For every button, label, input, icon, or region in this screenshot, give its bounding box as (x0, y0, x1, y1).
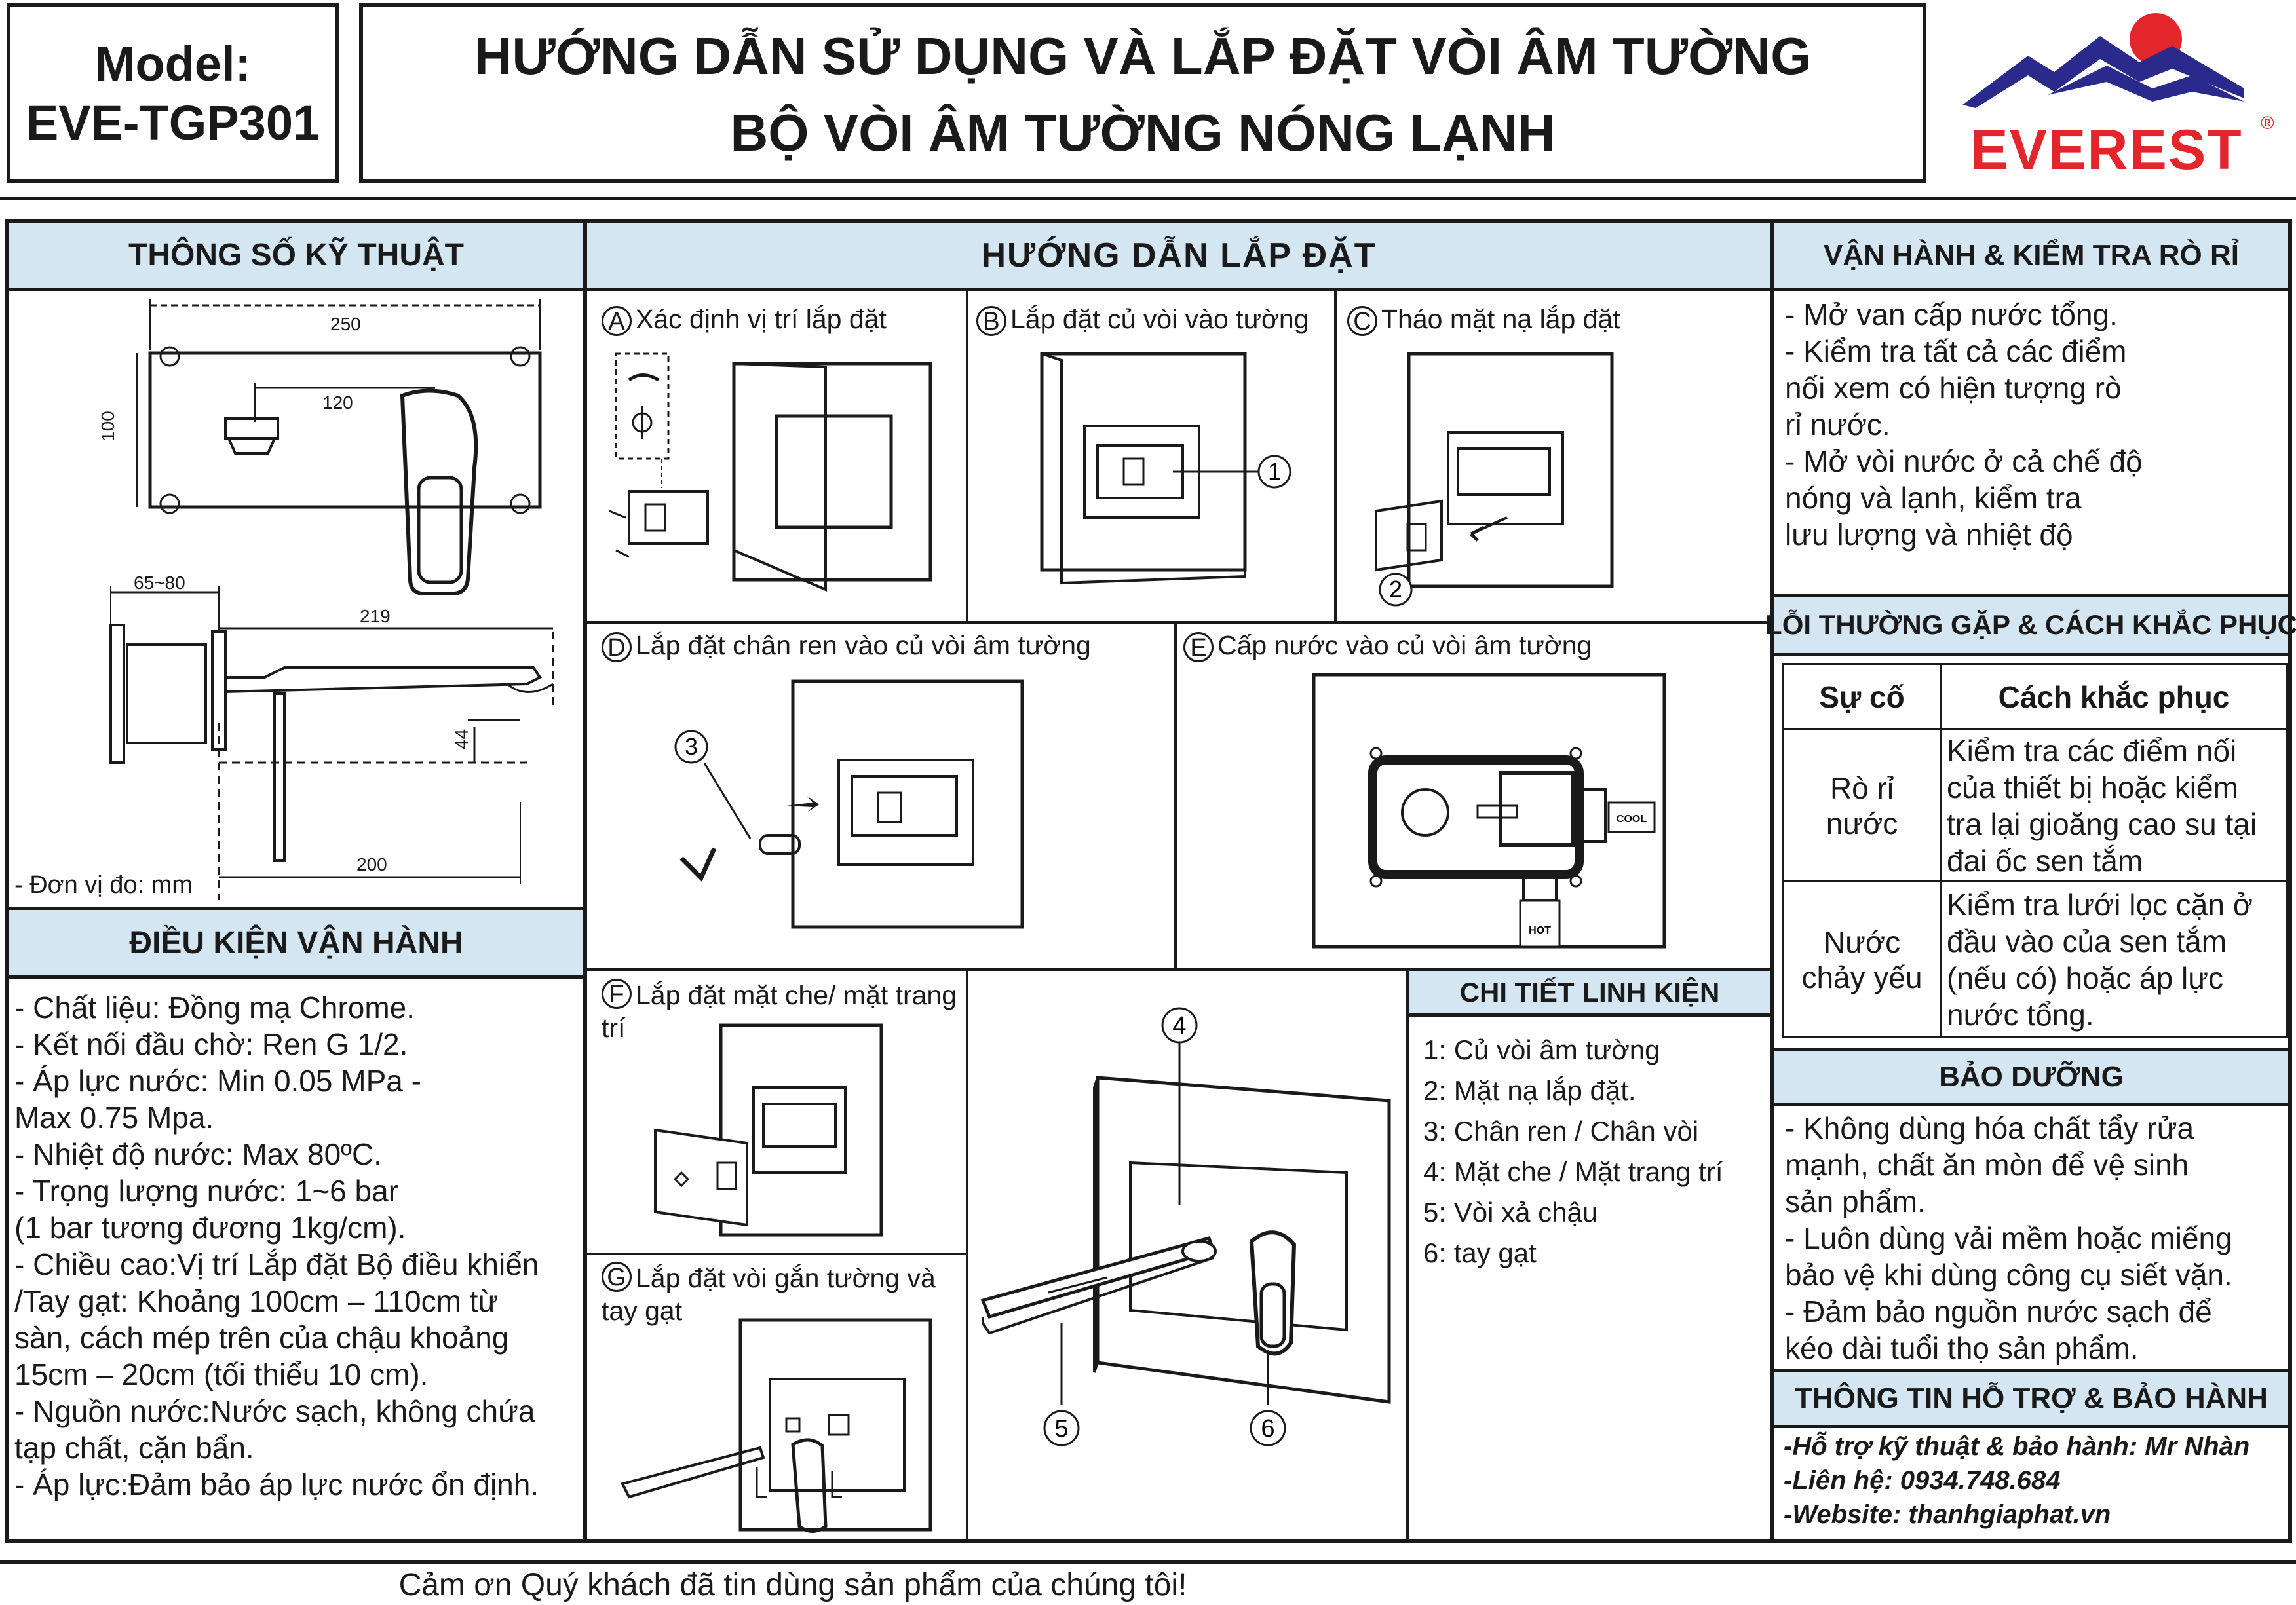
error-fix: Kiểm tra lưới lọc cặn ở đầu vào của sen … (1940, 880, 2288, 1038)
step-b-letter: B (976, 306, 1006, 337)
callout-2: 2 (1389, 576, 1402, 603)
cool-label: COOL (1617, 814, 1647, 825)
conditions-header: ĐIỀU KIỆN VẬN HÀNH (9, 907, 583, 979)
step-a-letter: A (602, 306, 632, 337)
part-item: 4: Mặt che / Mặt trang trí (1423, 1156, 1723, 1187)
step-f-letter: F (602, 979, 632, 1009)
maintenance-header: BẢO DƯỠNG (1774, 1048, 2288, 1106)
grid-row-line-1 (587, 621, 1770, 624)
step-d-letter: D (602, 632, 632, 663)
brand-registered-mark: ® (2261, 113, 2274, 133)
errors-col-fix: Cách khắc phục (1940, 663, 2288, 730)
part-item: 5: Vòi xả chậu (1423, 1197, 1598, 1228)
document-title-line1: HƯỚNG DẪN SỬ DỤNG VÀ LẮP ĐẶT VÒI ÂM TƯỜN… (474, 27, 1812, 85)
step-b-text: Lắp đặt củ vòi vào tường (1010, 304, 1309, 334)
main-frame (5, 219, 2292, 1543)
assembly-illustration: 4 5 6 (980, 1007, 1391, 1446)
errors-table: Sự cố Cách khắc phục Rò rỉ nước Kiểm tra… (1782, 663, 2288, 1038)
model-label: Model: (94, 37, 252, 91)
unit-note: - Đơn vị đo: mm (14, 871, 193, 899)
callout-3: 3 (685, 733, 698, 760)
error-issue: Nước chảy yếu (1782, 880, 1942, 1038)
support-tech: -Hỗ trợ kỹ thuật & bảo hành: Mr Nhàn (1784, 1432, 2250, 1461)
callout-4: 4 (1172, 1012, 1186, 1040)
part-item: 2: Mặt nạ lắp đặt. (1423, 1075, 1636, 1106)
errors-col-issue: Sự cố (1782, 663, 1942, 730)
dim-120: 120 (322, 392, 353, 413)
step-g-letter: G (602, 1262, 632, 1292)
step-f-illustration (654, 1023, 883, 1237)
operation-text: - Mở van cấp nước tổng. - Kiểm tra tất c… (1785, 297, 2143, 552)
grid-col-line-parts (1406, 968, 1409, 1543)
step-g-text: Lắp đặt vòi gắn tường và tay gạt (602, 1263, 936, 1326)
support-header: THÔNG TIN HỖ TRỢ & BẢO HÀNH (1774, 1369, 2288, 1428)
title-box (359, 3, 1926, 183)
model-box (7, 3, 339, 183)
part-item: 6: tay gạt (1423, 1237, 1537, 1268)
model-code: EVE-TGP301 (26, 96, 320, 150)
column-divider-1 (583, 219, 587, 1543)
step-a-illustration (609, 352, 932, 592)
errors-header: LỖI THƯỜNG GẶP & CÁCH KHẮC PHỤC (1765, 594, 2296, 656)
step-a-text: Xác định vị trí lắp đặt (636, 304, 887, 334)
step-e-illustration: COOL HOT (1312, 673, 1666, 949)
column-divider-2 (1770, 219, 1774, 1543)
specs-dimension-drawing: 250 120 100 65~80 219 44 200 (98, 299, 554, 900)
header-divider (0, 197, 2296, 200)
step-c-letter: C (1347, 306, 1377, 337)
step-e-text: Cấp nước vào củ vòi âm tường (1217, 630, 1592, 660)
callout-5: 5 (1054, 1415, 1068, 1443)
everest-mountain-logo (1962, 13, 2244, 108)
step-d-text: Lắp đặt chân ren vào củ vòi âm tường (636, 630, 1091, 660)
step-f-text: Lắp đặt mặt che/ mặt trang trí (602, 980, 957, 1043)
parts-list: 1: Củ vòi âm tường 2: Mặt nạ lắp đặt. 3:… (1423, 1030, 1723, 1274)
error-fix: Kiểm tra các điểm nối của thiết bị hoặc … (1940, 728, 2288, 882)
grid-col-line-bc (1334, 291, 1337, 621)
grid-col-line-de (1174, 621, 1177, 968)
dim-250: 250 (330, 314, 361, 334)
install-header: HƯỚNG DẪN LẮP ĐẶT (587, 223, 1770, 291)
specs-header: THÔNG SỐ KỸ THUẬT (9, 223, 583, 291)
part-item: 1: Củ vòi âm tường (1423, 1034, 1660, 1065)
maintenance-text: - Không dùng hóa chất tẩy rửa mạnh, chất… (1785, 1111, 2232, 1365)
dim-219: 219 (360, 606, 391, 626)
error-issue: Rò rỉ nước (1782, 728, 1942, 882)
callout-1: 1 (1268, 458, 1281, 485)
step-d-illustration: 3 (674, 679, 1024, 929)
footer-rule (0, 1560, 2296, 1564)
step-b-illustration: 1 (1040, 352, 1292, 585)
hot-label: HOT (1529, 925, 1551, 936)
grid-row-line-3 (587, 1253, 967, 1255)
step-c-text: Tháo mặt nạ lắp đặt (1381, 304, 1620, 334)
operation-header: VẬN HÀNH & KIỂM TRA RÒ RỈ (1774, 223, 2288, 291)
support-phone: -Liên hệ: 0934.748.684 (1784, 1466, 2061, 1495)
support-website: -Website: thanhgiaphat.vn (1784, 1500, 2111, 1529)
callout-6: 6 (1261, 1415, 1274, 1443)
step-c-illustration: 2 (1375, 352, 1614, 607)
dim-44: 44 (451, 729, 472, 749)
parts-header: CHI TIẾT LINH KIỆN (1409, 971, 1770, 1017)
dim-200: 200 (356, 854, 387, 875)
document-title-line2: BỘ VÒI ÂM TƯỜNG NÓNG LẠNH (730, 104, 1556, 162)
grid-row-line-2 (587, 968, 1770, 971)
part-item: 3: Chân ren / Chân vòi (1423, 1116, 1699, 1146)
brand-name: EVEREST (1970, 119, 2243, 181)
dim-65-80: 65~80 (134, 573, 185, 593)
grid-col-line-fg (966, 968, 968, 1543)
step-g-illustration (621, 1318, 932, 1533)
dim-100: 100 (98, 411, 118, 442)
footer-thanks: Cảm ơn Quý khách đã tin dùng sản phẩm củ… (398, 1568, 1187, 1602)
conditions-text: - Chất liệu: Đồng mạ Chrome. - Kết nối đ… (14, 991, 539, 1501)
grid-col-line-ab (966, 291, 968, 621)
step-e-letter: E (1183, 632, 1214, 663)
